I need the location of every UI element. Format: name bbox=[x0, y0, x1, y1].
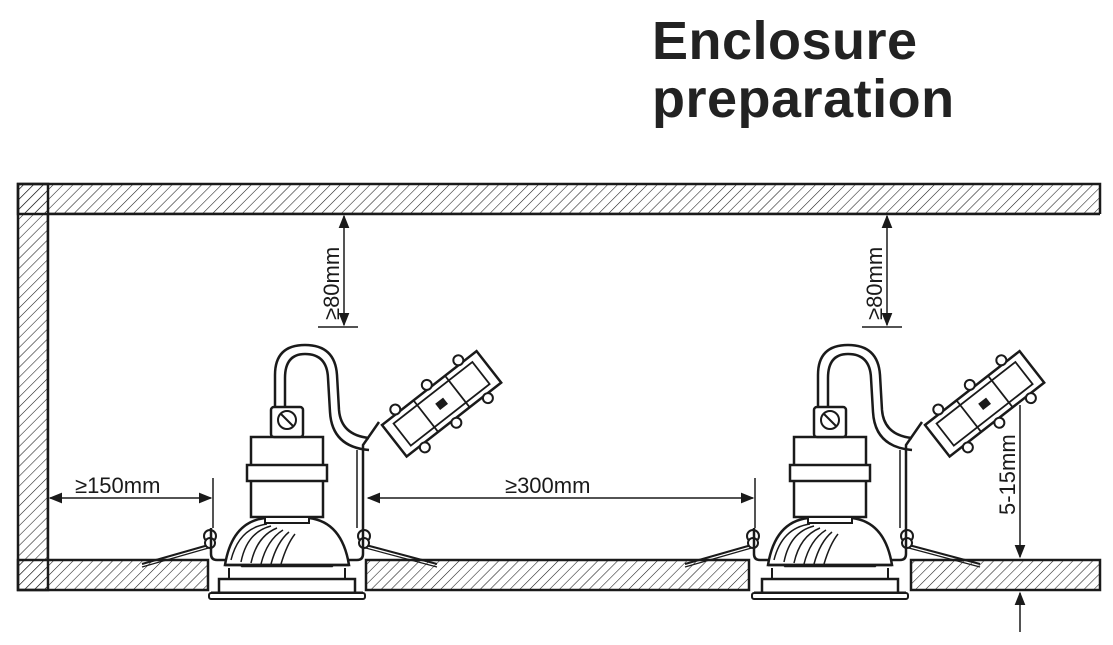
left-wall bbox=[16, 182, 50, 592]
dimension-ceiling-thickness: 5-15mm bbox=[995, 405, 1040, 632]
ceiling-panel-middle bbox=[364, 558, 751, 592]
spacing-label: ≥300mm bbox=[505, 473, 590, 498]
ceiling-panel-right bbox=[909, 558, 1102, 592]
dimension-top-clearance-left: ≥80mm bbox=[318, 214, 358, 328]
diagram-title: Enclosure preparation bbox=[652, 12, 955, 128]
title-line-1: Enclosure bbox=[652, 11, 918, 71]
dimension-top-clearance-right: ≥80mm bbox=[862, 214, 902, 328]
top-clearance-right-label: ≥80mm bbox=[862, 247, 887, 320]
title-line-2: preparation bbox=[652, 69, 955, 129]
left-clearance-label: ≥150mm bbox=[75, 473, 160, 498]
ceiling-top-slab bbox=[16, 182, 1102, 216]
enclosure-structure bbox=[16, 182, 1108, 592]
dimension-left-clearance: ≥150mm bbox=[48, 473, 214, 528]
inner-cavity bbox=[48, 214, 1108, 560]
dimension-spacing: ≥300mm bbox=[366, 473, 756, 528]
ceiling-thickness-label: 5-15mm bbox=[995, 434, 1020, 515]
ceiling-panel-left bbox=[16, 558, 210, 592]
top-clearance-left-label: ≥80mm bbox=[319, 247, 344, 320]
